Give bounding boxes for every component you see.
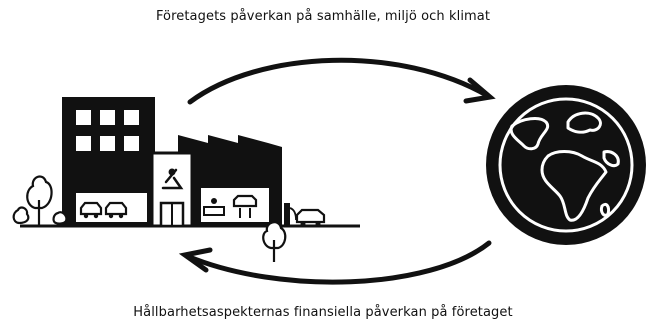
arrow-to-earth (187, 57, 496, 105)
financial-impact-label: Hållbarhetsaspekternas finansiella påver… (133, 305, 513, 320)
company-building-illustration (12, 97, 360, 262)
impact-on-society-label: Företagets påverkan på samhälle, miljö o… (155, 9, 491, 24)
earth-globe-illustration (486, 85, 646, 245)
arrow-to-company (178, 240, 492, 285)
